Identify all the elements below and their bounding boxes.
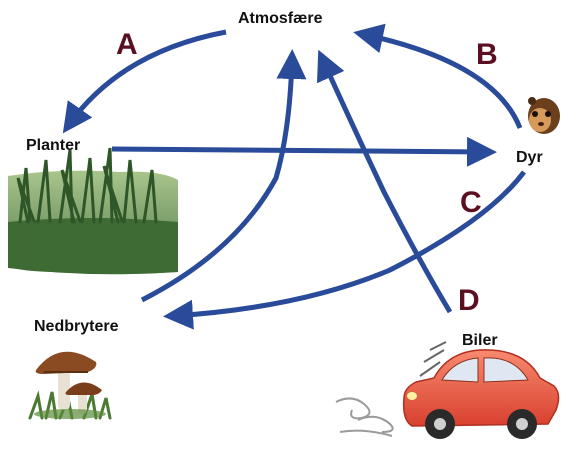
node-label-decomposers: Nedbrytere — [34, 318, 119, 335]
node-label-cars: Biler — [462, 332, 498, 349]
node-label-animal: Dyr — [516, 149, 543, 166]
arrow-plants-to-animal — [111, 136, 497, 167]
arrow-d — [316, 49, 453, 314]
car-icon — [335, 341, 560, 439]
arrow-label-c: C — [460, 186, 482, 219]
node-label-atmosphere: Atmosfære — [238, 10, 323, 27]
arrow-a — [62, 29, 227, 134]
arrow-label-a: A — [116, 28, 138, 61]
mushroom-icon — [28, 351, 112, 420]
arrow-label-b: B — [476, 38, 498, 71]
node-label-plants: Planter — [26, 137, 80, 154]
arrow-label-d: D — [458, 284, 480, 317]
arrow-b — [353, 23, 523, 129]
arrow-decomposers-to-atmosphere — [140, 49, 307, 303]
arrow-c — [163, 170, 526, 330]
hamster-icon — [528, 97, 560, 134]
grass-patch-icon — [8, 147, 178, 275]
